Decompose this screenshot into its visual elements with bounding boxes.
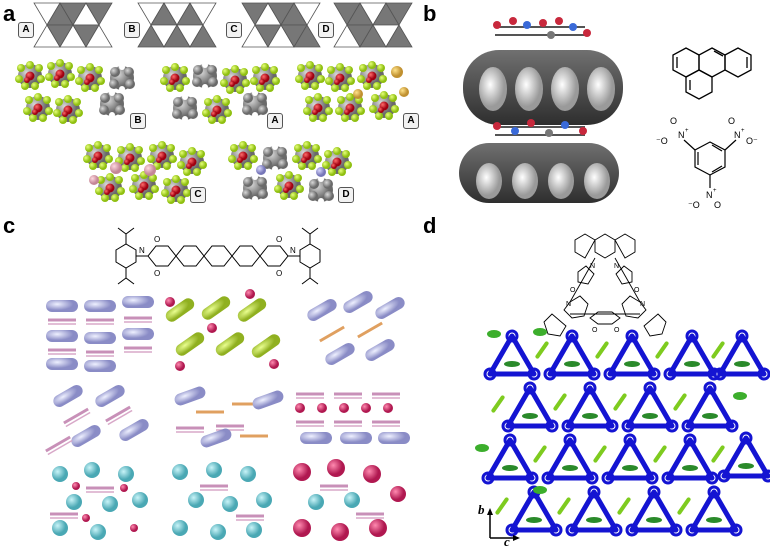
svg-text:N: N bbox=[734, 130, 741, 140]
svg-text:O: O bbox=[614, 327, 620, 334]
svg-text:N: N bbox=[614, 263, 619, 270]
crystal-structure-d bbox=[228, 141, 352, 204]
svg-text:N: N bbox=[566, 301, 571, 308]
svg-text:N: N bbox=[290, 246, 296, 255]
cage-row-4 bbox=[494, 486, 741, 535]
packing-grid-c bbox=[44, 288, 410, 541]
packing-3-2 bbox=[172, 462, 272, 540]
svg-text:+: + bbox=[685, 128, 689, 134]
panel-label-b: b bbox=[423, 1, 437, 26]
svg-text:O: O bbox=[276, 235, 282, 244]
axis-label-c: c bbox=[504, 534, 510, 549]
panel-label-c: c bbox=[3, 213, 16, 238]
panel-label-d: d bbox=[423, 213, 437, 238]
tiling-pattern-d bbox=[333, 2, 413, 48]
packing-3-1 bbox=[48, 462, 148, 540]
svg-text:+: + bbox=[741, 128, 745, 134]
svg-text:N: N bbox=[706, 190, 713, 200]
svg-text:N: N bbox=[139, 246, 145, 255]
pattern-label-c: C bbox=[226, 22, 242, 38]
tiling-pattern-a bbox=[33, 2, 113, 48]
svg-text:⁻O: ⁻O bbox=[656, 136, 668, 146]
crystal-structure-b bbox=[15, 59, 135, 124]
packing-2-2 bbox=[172, 384, 286, 450]
svg-text:O: O bbox=[154, 235, 160, 244]
perylene-diimide-structure: NOO NOO bbox=[115, 227, 321, 285]
svg-text:O: O bbox=[276, 269, 282, 278]
stacked-complex-structure bbox=[459, 17, 623, 203]
svg-text:N: N bbox=[640, 301, 645, 308]
svg-text:O: O bbox=[570, 287, 576, 294]
triphenylene-structure bbox=[672, 47, 752, 100]
structure-label-a-1: A bbox=[267, 113, 283, 129]
crystal-structure-a-1 bbox=[160, 62, 280, 124]
svg-text:N: N bbox=[678, 130, 685, 140]
pattern-label-a: A bbox=[18, 22, 34, 38]
tiling-pattern-b bbox=[137, 2, 217, 48]
svg-text:O: O bbox=[714, 200, 721, 210]
structure-label-d: D bbox=[338, 187, 354, 203]
packing-2-3 bbox=[294, 392, 410, 444]
pattern-label-b: B bbox=[124, 22, 140, 38]
cage-row-3 bbox=[475, 433, 770, 483]
axis-arrows bbox=[487, 508, 520, 541]
panel-label-a: a bbox=[3, 1, 16, 26]
packing-1-1 bbox=[46, 296, 154, 372]
svg-text:O: O bbox=[728, 116, 735, 126]
packing-1-2 bbox=[163, 289, 283, 371]
axis-label-b: b bbox=[478, 502, 485, 517]
packing-2-1 bbox=[44, 382, 151, 456]
structure-label-c: C bbox=[190, 187, 206, 203]
cage-row-2 bbox=[490, 383, 747, 431]
svg-text:O: O bbox=[670, 116, 677, 126]
crystal-structure-c bbox=[83, 141, 207, 204]
svg-text:N: N bbox=[590, 263, 595, 270]
structure-label-b: B bbox=[130, 113, 146, 129]
svg-text:O: O bbox=[592, 327, 598, 334]
svg-text:+: + bbox=[713, 188, 717, 194]
svg-text:O: O bbox=[634, 287, 640, 294]
cage-row-1 bbox=[485, 328, 769, 379]
crystal-structure-a-2 bbox=[295, 61, 409, 122]
packing-1-3 bbox=[305, 288, 407, 368]
svg-text:O: O bbox=[154, 269, 160, 278]
svg-text:⁻O: ⁻O bbox=[688, 200, 700, 210]
pattern-label-d: D bbox=[318, 22, 334, 38]
structure-label-a-2: A bbox=[403, 113, 419, 129]
tiling-pattern-c bbox=[241, 2, 321, 48]
packing-3-3 bbox=[293, 459, 406, 541]
svg-text:O⁻: O⁻ bbox=[746, 136, 758, 146]
